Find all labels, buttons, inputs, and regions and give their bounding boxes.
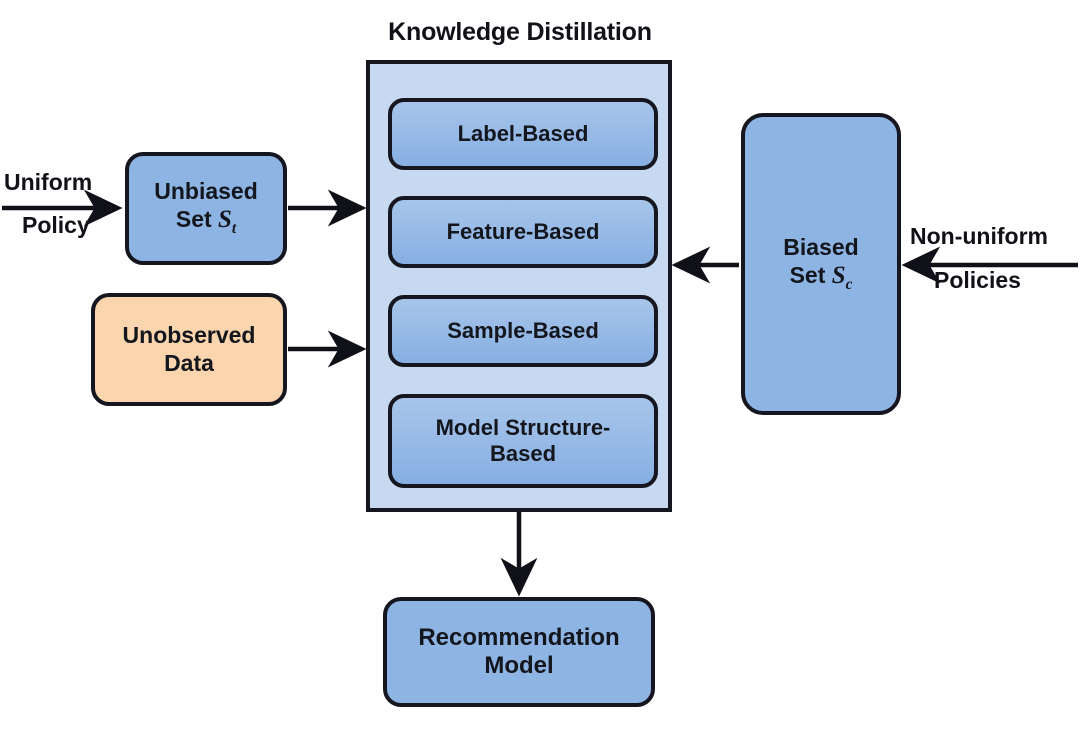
node-biased-set-symbol-base: S — [831, 261, 846, 289]
node-label-based[interactable]: Label-Based — [388, 98, 658, 170]
edge-label-non-uniform: Non-uniform — [910, 223, 1048, 249]
node-recommendation-model[interactable]: Recommendation Model — [383, 597, 655, 707]
node-recommendation-model-line2: Model — [484, 652, 554, 679]
node-unobserved-data-line2: Data — [164, 349, 214, 376]
page-title: Knowledge Distillation — [388, 18, 652, 46]
node-unbiased-set-symbol-base: S — [218, 206, 232, 234]
node-model-structure-based[interactable]: Model Structure-Based — [388, 394, 658, 488]
node-unbiased-set-line1: Unbiased — [154, 178, 258, 205]
node-biased-set-line1: Biased — [783, 233, 859, 260]
node-unbiased-set-line2-prefix: Set — [175, 206, 219, 233]
node-biased-set-subscript: c — [845, 275, 853, 293]
node-sample-based[interactable]: Sample-Based — [388, 295, 658, 367]
node-biased-set-line2-prefix: Set — [789, 261, 832, 288]
node-knowledge-distillation-container[interactable]: Label-Based Feature-Based Sample-Based M… — [366, 60, 672, 512]
node-unobserved-data[interactable]: Unobserved Data — [91, 293, 287, 406]
node-recommendation-model-line1: Recommendation — [418, 623, 620, 651]
node-unbiased-set[interactable]: Unbiased Set St — [125, 152, 287, 265]
edge-label-policies: Policies — [934, 267, 1021, 293]
node-unbiased-set-symbol: St — [218, 206, 236, 237]
node-unbiased-set-subscript: t — [231, 220, 237, 238]
edge-label-policy: Policy — [22, 212, 90, 238]
edge-label-uniform: Uniform — [4, 169, 93, 195]
node-biased-set[interactable]: Biased Set Sc — [741, 113, 901, 415]
node-feature-based[interactable]: Feature-Based — [388, 196, 658, 268]
node-biased-set-symbol: Sc — [831, 261, 853, 293]
node-unobserved-data-line1: Unobserved — [122, 322, 256, 349]
